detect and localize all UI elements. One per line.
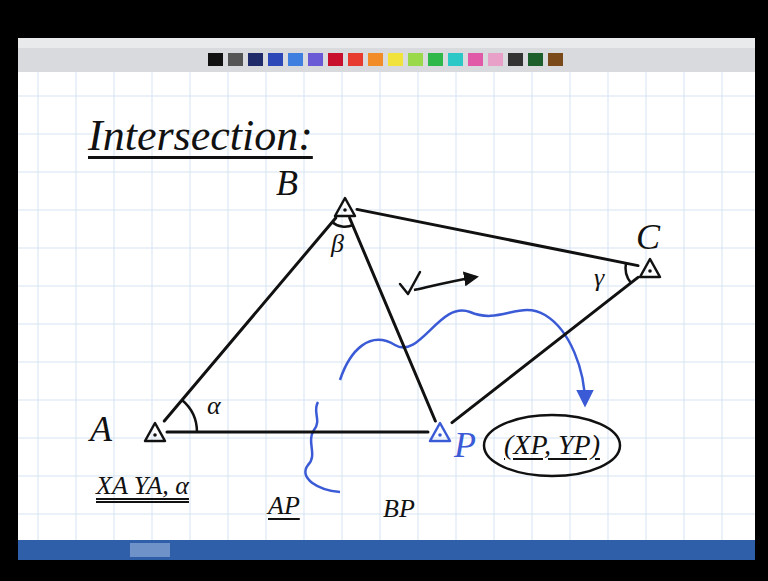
page-ground (18, 72, 755, 540)
grid-line (380, 72, 381, 540)
grid-line (38, 72, 39, 540)
palette-swatch (508, 53, 523, 66)
grid-line (18, 172, 755, 173)
palette-swatch (408, 53, 423, 66)
grid-line (722, 72, 723, 540)
palette-swatch (388, 53, 403, 66)
survey-line (350, 218, 436, 421)
angle-arc (182, 400, 197, 432)
palette-swatch (328, 53, 343, 66)
note-text: XA YA, α (96, 472, 189, 501)
palette-swatch (348, 53, 363, 66)
survey-line (452, 277, 638, 422)
grid-line (456, 72, 457, 540)
title-text: Intersection: (88, 112, 313, 160)
station-label: A (90, 410, 112, 450)
grid-line (18, 324, 755, 325)
grid-line (18, 400, 755, 401)
grid-line (532, 72, 533, 540)
station-marker: C (638, 257, 662, 279)
station-marker: P (428, 421, 452, 443)
station-label: C (636, 218, 660, 258)
note-text: AP (268, 492, 300, 521)
toolbar (18, 38, 755, 72)
check-mark (400, 272, 420, 294)
angle-arc (332, 222, 353, 227)
survey-line (164, 218, 335, 421)
grid-line (76, 72, 77, 540)
station-label: B (276, 164, 298, 204)
angle-arc (626, 263, 631, 283)
palette-swatch (208, 53, 223, 66)
station-triangle (428, 421, 452, 443)
angle-label: α (207, 392, 221, 421)
survey-line (167, 431, 428, 434)
status-bar (18, 540, 755, 560)
palette-swatch (448, 53, 463, 66)
grid-line (18, 362, 755, 363)
station-triangle (145, 423, 165, 441)
coordinate-ellipse: (XP, YP) (482, 413, 622, 478)
palette-swatch (288, 53, 303, 66)
grid-line (684, 72, 685, 540)
palette-swatch (468, 53, 483, 66)
station-triangle (335, 198, 355, 216)
station-triangle (430, 423, 450, 441)
station-marker: A (143, 421, 167, 443)
grid-line (570, 72, 571, 540)
grid-line (18, 286, 755, 287)
palette-swatch (228, 53, 243, 66)
palette-swatch (248, 53, 263, 66)
station-dot (343, 208, 347, 212)
station-dot (648, 269, 652, 273)
palette-swatch (368, 53, 383, 66)
station-triangle (143, 421, 167, 443)
note-text: BP (383, 495, 415, 524)
palette-swatch (428, 53, 443, 66)
grid-line (18, 438, 755, 439)
grid-line (494, 72, 495, 540)
station-label: P (454, 426, 476, 466)
grid-lines (18, 72, 755, 540)
station-triangle (640, 259, 660, 277)
grid-line (342, 72, 343, 540)
pointer-curve (340, 310, 585, 404)
station-dot (438, 433, 442, 437)
survey-line (357, 209, 638, 265)
angle-label: γ (594, 264, 604, 293)
ellipse-outline (484, 415, 620, 476)
coordinates-text: (XP, YP) (504, 430, 600, 461)
grid-line (18, 210, 755, 211)
angle-label: β (331, 230, 344, 259)
status-tab (130, 543, 170, 557)
palette-swatch (548, 53, 563, 66)
grid-line (18, 96, 755, 97)
pointer-squiggle (305, 402, 340, 492)
station-triangle (638, 257, 662, 279)
grid-line (418, 72, 419, 540)
grid-line (608, 72, 609, 540)
grid-line (646, 72, 647, 540)
palette-swatch (488, 53, 503, 66)
station-dot (153, 433, 157, 437)
palette-swatch (308, 53, 323, 66)
station-triangle (333, 196, 357, 218)
station-marker: B (333, 196, 357, 218)
color-palette (208, 53, 563, 66)
direction-arrow (414, 277, 476, 290)
palette-swatch (268, 53, 283, 66)
palette-swatch (528, 53, 543, 66)
menu-bar (18, 38, 755, 48)
